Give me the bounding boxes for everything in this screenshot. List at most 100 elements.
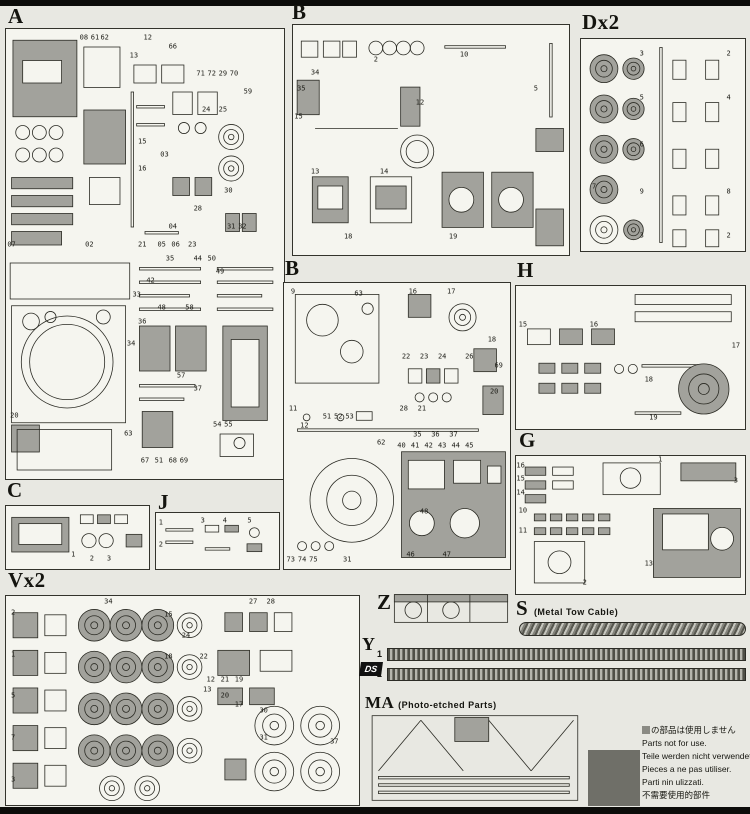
part-number: 5 — [10, 691, 16, 700]
part-number: 2 — [582, 578, 587, 587]
sprue-c-label: C — [7, 478, 23, 502]
note-line-jp-text: の部品は使用しません — [651, 725, 736, 735]
part-number: 62 — [100, 33, 109, 42]
part-number: 13 — [310, 167, 320, 176]
part-number: 19 — [649, 413, 658, 422]
section-s-label: S (Metal Tow Cable) — [516, 596, 618, 621]
part-number: 74 — [297, 555, 307, 564]
part-number: 06 — [171, 240, 180, 249]
sprue-j-label: J — [158, 490, 169, 514]
sprue-h-parts-drawing — [527, 294, 732, 415]
part-number: 57 — [176, 371, 186, 379]
part-number: 30 — [224, 186, 233, 195]
sprue-b-top-label: B — [292, 0, 307, 24]
part-number: 36 — [431, 430, 440, 439]
part-number: 36 — [138, 317, 147, 325]
part-number: 19 — [448, 232, 458, 241]
part-number: 13 — [129, 51, 139, 60]
part-number: 61 — [90, 33, 100, 42]
part-number: 40 — [397, 441, 406, 450]
part-number: 05 — [157, 240, 166, 249]
part-number: 11 — [518, 526, 528, 535]
part-number: 03 — [160, 150, 169, 159]
part-number: 73 — [286, 555, 295, 564]
part-number: 10 — [459, 50, 469, 59]
sprue-b-top-parts-drawing — [296, 40, 564, 247]
note-line-it: Parti nin ulizzati. — [642, 777, 704, 787]
ma-letters: MA — [365, 693, 394, 712]
parts-not-for-use-note: の部品は使用しません Parts not for use. Teile werd… — [642, 724, 750, 802]
part-number: 2 — [10, 608, 16, 617]
part-number: 3 — [106, 554, 112, 563]
part-number: 4 — [726, 93, 731, 102]
part-number: 6 — [639, 140, 644, 149]
part-number: 19 — [234, 675, 244, 684]
part-number: 1 — [658, 455, 663, 464]
part-number: 12 — [143, 33, 152, 42]
part-number: 54 — [213, 420, 222, 429]
part-number: 9 — [639, 187, 644, 196]
part-number: 72 — [207, 69, 216, 78]
part-number: 4 — [222, 516, 227, 525]
part-number: 33 — [132, 290, 141, 298]
part-number: 44 — [193, 254, 203, 262]
sprue-a-label: A — [8, 4, 24, 28]
part-number: 52 — [334, 412, 343, 421]
part-number: 3 — [639, 49, 644, 58]
part-number: 71 — [196, 69, 205, 78]
part-number: 51 — [154, 456, 164, 465]
part-number: 55 — [224, 420, 233, 429]
part-number: 8 — [726, 187, 731, 196]
part-number: 18 — [644, 375, 654, 384]
part-number: 24 — [181, 631, 191, 640]
metal-tow-cable-graphic — [519, 622, 746, 636]
note-line-de: Teile werden nicht verwendet. — [642, 751, 750, 761]
part-number: 25 — [218, 105, 228, 114]
part-number: 16 — [408, 287, 418, 296]
sprue-a-parts-drawing — [9, 39, 274, 471]
part-number: 5 — [533, 84, 538, 93]
part-number: 2 — [726, 231, 731, 240]
ma-subtitle: (Photo-etched Parts) — [398, 700, 497, 710]
part-number: 27 — [248, 597, 258, 606]
sprue-b-mid-parts-drawing — [294, 294, 506, 558]
part-number: 31 — [226, 222, 236, 231]
part-number: 12 — [300, 421, 309, 430]
part-number: 28 — [399, 404, 408, 413]
part-number: 12 — [415, 98, 425, 107]
note-line-jp: の部品は使用しません — [642, 724, 748, 737]
part-number: 20 — [10, 411, 19, 420]
part-number: 11 — [288, 404, 298, 413]
part-number: 69 — [494, 361, 503, 370]
s-subtitle: (Metal Tow Cable) — [533, 607, 619, 617]
part-number: 3 — [639, 231, 644, 240]
part-number: 17 — [731, 341, 741, 350]
part-number: 59 — [243, 87, 253, 96]
part-number: 51 — [322, 412, 332, 421]
part-number: 48 — [157, 303, 166, 312]
sprue-g-label: G — [519, 428, 536, 452]
part-number: 1 — [158, 518, 164, 527]
part-number: 24 — [201, 105, 211, 114]
part-number: 50 — [207, 254, 216, 262]
part-number: 21 — [417, 404, 427, 413]
part-number: 15 — [138, 137, 147, 145]
part-number: 13 — [202, 685, 212, 694]
part-number: 47 — [442, 550, 451, 559]
part-number: 37 — [449, 430, 458, 439]
y-item-2-number: 2 — [377, 669, 383, 679]
part-number: 18 — [487, 335, 497, 344]
part-number: 14 — [379, 167, 389, 176]
part-number: 22 — [401, 352, 411, 361]
part-z-drawing — [392, 592, 510, 625]
part-number: 31 — [343, 555, 352, 564]
sprue-g-parts-drawing — [524, 462, 741, 584]
part-number: 45 — [465, 441, 474, 450]
part-number: 14 — [516, 488, 525, 497]
part-number: 23 — [188, 240, 197, 249]
part-number: 15 — [294, 112, 303, 121]
